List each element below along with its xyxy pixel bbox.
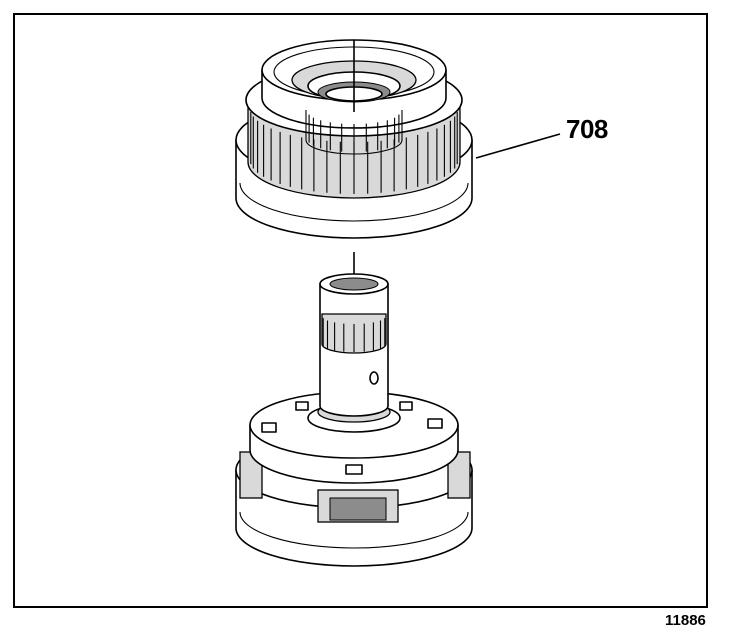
planetary-carrier — [235, 391, 473, 567]
callout-leader — [475, 133, 561, 159]
shaft-splines — [322, 318, 386, 352]
callout-label: 708 — [566, 114, 608, 144]
hub-splines — [308, 114, 400, 152]
input-shaft — [319, 273, 389, 417]
figure-number: 11886 — [665, 612, 706, 629]
